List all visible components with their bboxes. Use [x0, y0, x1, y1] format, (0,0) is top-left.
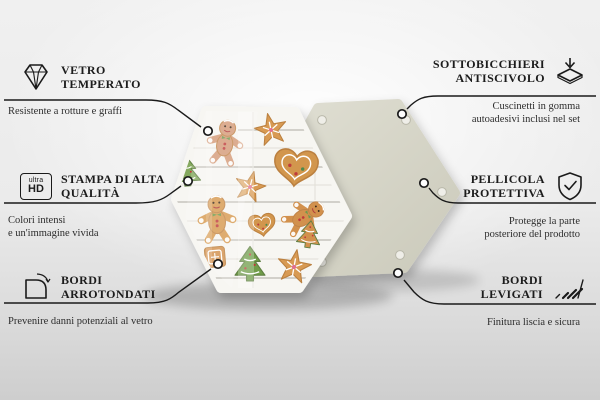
- callout-vetro-temperato: VETRO TEMPERATO Resistente a rotture e g…: [0, 58, 195, 118]
- ultra-hd-icon: ultra HD: [20, 172, 52, 200]
- title-line: QUALITÀ: [61, 186, 120, 200]
- callout-subtitle: Finitura liscia e sicura: [375, 316, 600, 329]
- glass-reflection: [182, 111, 258, 288]
- callout-title: SOTTOBICCHIERI ANTISCIVOLO: [433, 57, 545, 85]
- ultra-hd-icon-text-top: ultra: [28, 177, 44, 184]
- leader-dot-stampa: [182, 175, 194, 187]
- title-line: LEVIGATI: [480, 287, 543, 301]
- subtitle-line: posteriore del prodotto: [484, 229, 580, 240]
- callout-subtitle: Resistente a rotture e graffi: [0, 105, 195, 118]
- title-line: STAMPA DI ALTA: [61, 172, 165, 186]
- callout-title: PELLICOLA PROTETTIVA: [463, 172, 545, 200]
- callout-subtitle: Colori intensi e un'immagine vivida: [0, 214, 195, 240]
- subtitle-line: Finitura liscia e sicura: [486, 317, 580, 328]
- subtitle-line: e un'immagine vivida: [8, 228, 99, 239]
- callout-title: VETRO TEMPERATO: [61, 63, 141, 91]
- title-line: ANTISCIVOLO: [455, 71, 545, 85]
- leader-dot-levigati: [392, 267, 404, 279]
- rounded-corner-icon: [25, 273, 51, 299]
- leader-dot-vetro: [202, 125, 214, 137]
- callout-bordi-arrotondati: BORDI ARROTONDATI Prevenire danni potenz…: [0, 268, 195, 328]
- callout-subtitle: Protegge la parte posteriore del prodott…: [375, 215, 600, 241]
- leader-dot-pellicola: [418, 177, 430, 189]
- leader-dots: [182, 108, 430, 279]
- leader-lines: [4, 95, 596, 305]
- leader-line-vetro: [4, 99, 202, 128]
- subtitle-line: Prevenire danni potenziali al vetro: [8, 316, 153, 327]
- subtitle-line: Resistente a rotture e graffi: [8, 106, 123, 117]
- title-line: PROTETTIVA: [463, 186, 545, 200]
- coaster-pad-icon: [557, 58, 583, 85]
- callout-title: BORDI LEVIGATI: [481, 273, 543, 301]
- title-line: BORDI: [61, 273, 103, 287]
- title-line: SOTTOBICCHIERI: [432, 57, 545, 71]
- callout-stampa-qualita: ultra HD STAMPA DI ALTA QUALITÀ Colori i…: [0, 167, 195, 240]
- title-line: TEMPERATO: [61, 77, 141, 91]
- callout-subtitle: Cuscinetti in gomma autoadesivi inclusi …: [375, 100, 600, 126]
- subtitle-line: autoadesivi inclusi nel set: [471, 114, 580, 125]
- title-line: ARROTONDATI: [61, 287, 156, 301]
- diamond-icon: [24, 64, 48, 90]
- callout-title: BORDI ARROTONDATI: [61, 273, 156, 301]
- callout-bordi-levigati: BORDI LEVIGATI Finitura liscia e sicura: [375, 268, 600, 329]
- callout-sottobicchieri-antiscivolo: SOTTOBICCHIERI ANTISCIVOLO Cuscinetti in…: [375, 52, 600, 126]
- front-hexagon-coaster: [171, 106, 352, 293]
- leader-line-stampa: [4, 185, 182, 204]
- title-line: PELLICOLA: [470, 172, 545, 186]
- title-line: VETRO: [61, 63, 106, 77]
- subtitle-line: Protegge la parte: [508, 216, 580, 227]
- leader-line-arrotondati: [4, 268, 212, 304]
- hatched-edge-icon: [555, 279, 584, 300]
- subtitle-line: Cuscinetti in gomma: [492, 101, 581, 112]
- leader-line-levigati: [403, 279, 596, 305]
- title-line: BORDI: [501, 273, 543, 287]
- leader-dot-arrotondati: [212, 258, 224, 270]
- shield-check-icon: [558, 172, 582, 201]
- callout-subtitle: Prevenire danni potenziali al vetro: [0, 315, 195, 328]
- callout-pellicola-protettiva: PELLICOLA PROTETTIVA Protegge la parte p…: [375, 167, 600, 241]
- leader-line-pellicola: [428, 187, 596, 204]
- leader-dot-sottobicchieri: [396, 108, 408, 120]
- callout-title: STAMPA DI ALTA QUALITÀ: [61, 172, 165, 200]
- subtitle-line: Colori intensi: [8, 215, 66, 226]
- ultra-hd-icon-text-bottom: HD: [28, 183, 44, 195]
- leader-line-sottobicchieri: [406, 95, 596, 110]
